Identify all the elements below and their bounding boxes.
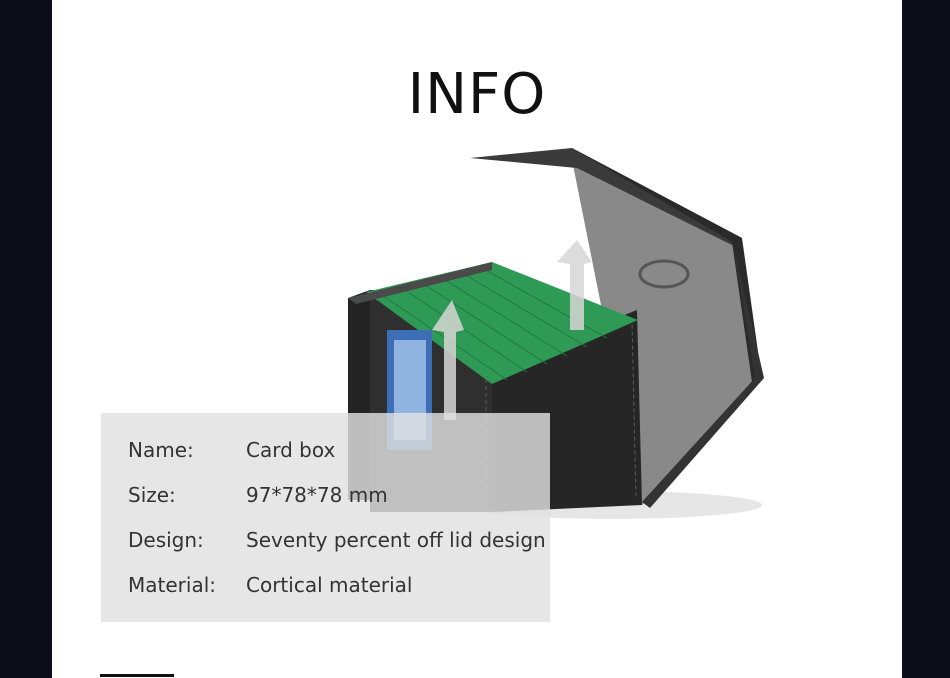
- spec-value: Card box: [246, 438, 336, 462]
- spec-label: Name:: [128, 438, 194, 462]
- spec-label: Material:: [128, 573, 216, 597]
- divider: [100, 674, 174, 677]
- page-title: INFO: [407, 61, 547, 127]
- spec-label: Size:: [128, 483, 176, 507]
- spec-value: Seventy percent off lid design: [246, 528, 546, 552]
- info-page: INFO: [52, 0, 902, 678]
- spec-value: Cortical material: [246, 573, 413, 597]
- info-panel: Name: Card box Size: 97*78*78 mm Design:…: [101, 413, 550, 622]
- spec-value: 97*78*78 mm: [246, 483, 388, 507]
- spec-label: Design:: [128, 528, 204, 552]
